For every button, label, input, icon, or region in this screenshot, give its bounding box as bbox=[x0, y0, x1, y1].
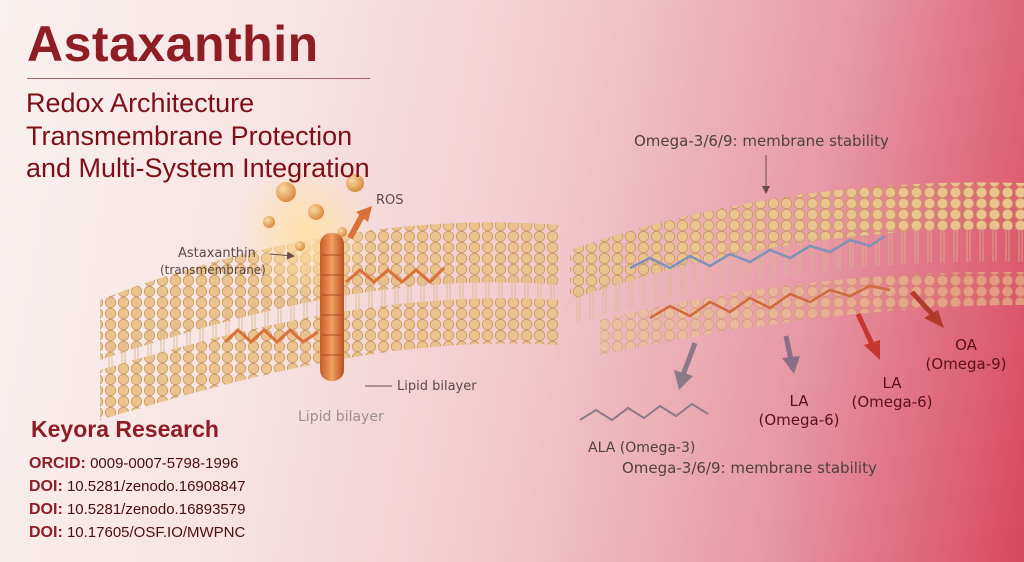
ala-molecule bbox=[579, 402, 709, 422]
orcid-line: ORCID: 0009-0007-5798-1996 bbox=[29, 453, 239, 475]
id-value-doi-1: 10.5281/zenodo.16908847 bbox=[66, 478, 246, 495]
astaxanthin-molecule bbox=[223, 233, 446, 381]
ros-label: ROS bbox=[376, 193, 404, 208]
la-omega6-label-2: LA (Omega-6) bbox=[846, 374, 938, 412]
subtitle-line-2: Transmembrane Protection bbox=[26, 121, 353, 151]
title-divider bbox=[27, 78, 370, 79]
omega6-chain bbox=[649, 284, 891, 320]
subtitle-line-3: and Multi-System Integration bbox=[26, 153, 370, 183]
lipid-bilayer-label: Lipid bilayer bbox=[397, 379, 477, 394]
omega3-chain bbox=[629, 234, 886, 270]
doi-line-2: DOI: 10.5281/zenodo.16893579 bbox=[29, 499, 245, 521]
la2-name: LA bbox=[882, 374, 902, 392]
omega-top-label: Omega-3/6/9: membrane stability bbox=[634, 132, 889, 150]
la1-name: LA bbox=[789, 392, 809, 410]
ala-label: ALA (Omega-3) bbox=[588, 440, 696, 456]
la-omega6-label-1: LA (Omega-6) bbox=[754, 392, 844, 430]
id-key-doi-3: DOI: bbox=[29, 524, 63, 541]
ala-arrow bbox=[674, 342, 698, 390]
oa-omega9-label: OA (Omega-9) bbox=[916, 336, 1016, 374]
doi-line-1: DOI: 10.5281/zenodo.16908847 bbox=[29, 476, 245, 498]
la1-arrow bbox=[782, 335, 800, 374]
id-key-doi-1: DOI: bbox=[29, 478, 63, 495]
id-key-orcid: ORCID: bbox=[29, 455, 86, 472]
id-value-doi-2: 10.5281/zenodo.16893579 bbox=[66, 501, 246, 518]
la2-sub: (Omega-6) bbox=[851, 393, 933, 411]
subtitle-line-1: Redox Architecture bbox=[26, 88, 255, 118]
astaxanthin-pointer bbox=[269, 251, 295, 260]
id-value-doi-3: 10.17605/OSF.IO/MWPNC bbox=[66, 524, 246, 541]
page-title: Astaxanthin bbox=[27, 16, 319, 72]
doi-line-3: DOI: 10.17605/OSF.IO/MWPNC bbox=[29, 522, 245, 544]
astaxanthin-label: Astaxanthin bbox=[178, 246, 256, 261]
oa-sub: (Omega-9) bbox=[925, 355, 1007, 373]
la1-sub: (Omega-6) bbox=[758, 411, 840, 429]
id-key-doi-2: DOI: bbox=[29, 501, 63, 518]
omega-bottom-label: Omega-3/6/9: membrane stability bbox=[622, 459, 877, 477]
author-name: Keyora Research bbox=[31, 416, 219, 442]
lipid-bilayer-caption: Lipid bilayer bbox=[298, 409, 384, 425]
oa-arrow bbox=[910, 290, 944, 328]
la2-arrow bbox=[855, 312, 880, 360]
right-membrane bbox=[570, 182, 1024, 355]
oa-name: OA bbox=[955, 336, 977, 354]
id-value-orcid: 0009-0007-5798-1996 bbox=[90, 455, 239, 472]
transmembrane-label: (transmembrane) bbox=[160, 263, 266, 277]
